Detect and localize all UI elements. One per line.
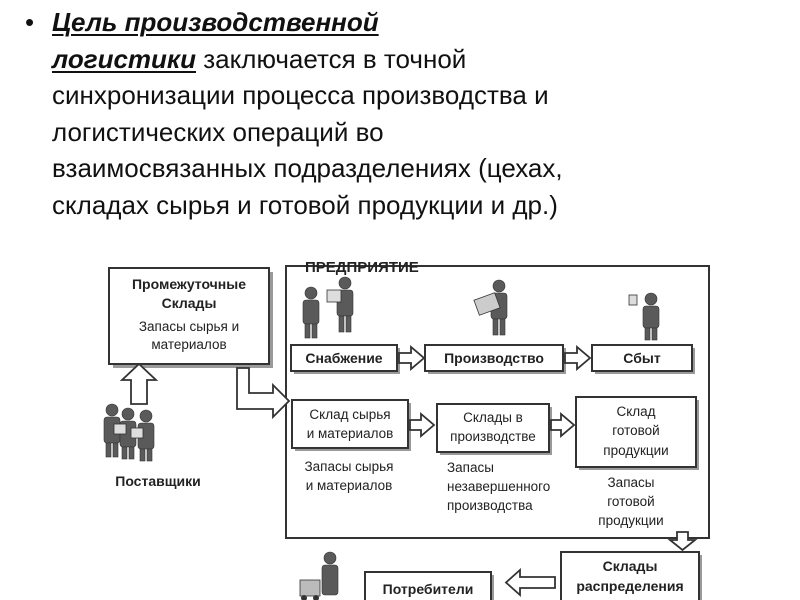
production-box xyxy=(424,344,564,372)
raw-store-box xyxy=(291,399,409,449)
bullet-text: Цель производственной логистики заключае… xyxy=(52,4,786,223)
wip-stock-line1: Запасы xyxy=(447,460,494,475)
intermediate-title-1: Промежуточные xyxy=(132,276,246,292)
supply-to-production-arrow xyxy=(398,345,426,371)
finished-store-line1: Склад xyxy=(616,404,655,419)
raw-stock-line1: Запасы сырья xyxy=(305,459,394,474)
finished-to-distribution-arrow xyxy=(667,531,698,552)
sales-label: Сбыт xyxy=(623,350,661,366)
raw-stock-line2: и материалов xyxy=(306,478,393,493)
text-line4: логистических операций во xyxy=(52,116,384,147)
distribution-to-consumers-arrow xyxy=(504,567,556,598)
suppliers-icon xyxy=(103,403,155,462)
raw-store-line2: и материалов xyxy=(307,426,394,441)
production-to-sales-arrow xyxy=(564,345,592,371)
finished-stock-line2: готовой xyxy=(607,494,654,509)
consumers-icon xyxy=(299,551,339,600)
sales-box xyxy=(591,344,693,372)
finished-store-line2: готовой xyxy=(612,423,659,438)
prod-store-line1: Склады в xyxy=(463,410,523,425)
supply-box xyxy=(290,344,398,372)
intermediate-to-raw-arrow xyxy=(236,367,291,420)
intermediate-title-2: Склады xyxy=(162,295,217,311)
finished-store-line3: продукции xyxy=(603,443,668,458)
text-line3: синхронизации процесса производства и xyxy=(52,80,549,110)
prod-to-finished-arrow xyxy=(550,412,576,438)
intermediate-stock-1: Запасы сырья и xyxy=(139,319,239,334)
suppliers-label: Поставщики xyxy=(115,473,201,489)
term-line1: Цель производственной xyxy=(52,7,379,37)
distribution-line2: распределения xyxy=(576,578,683,594)
bullet-marker: • xyxy=(25,7,35,37)
logistics-diagram: ПРЕДПРИЯТИЕ Промежуточные Склады Запасы … xyxy=(103,260,710,600)
wip-stock-line2: незавершенного xyxy=(447,479,550,494)
raw-to-prod-store-arrow xyxy=(409,412,436,438)
supply-people-icon xyxy=(302,276,354,339)
consumers-label: Потребители xyxy=(383,581,474,597)
distribution-box xyxy=(560,551,700,600)
finished-store-box xyxy=(575,396,697,468)
consumers-box xyxy=(364,571,492,600)
raw-store-line1: Склад сырья xyxy=(309,407,390,422)
text-line6: складах сырья и готовой продукции и др.) xyxy=(52,189,558,220)
suppliers-up-arrow xyxy=(119,362,159,405)
sales-person-icon xyxy=(628,292,660,341)
intermediate-stock-2: материалов xyxy=(151,337,226,352)
production-label: Производство xyxy=(444,350,544,366)
text-line2: заключается в точной xyxy=(196,43,467,74)
enterprise-label: ПРЕДПРИЯТИЕ xyxy=(305,260,419,276)
text-line5: взаимосвязанных подразделениях (цехах, xyxy=(52,153,563,183)
intermediate-warehouses-box xyxy=(108,267,270,365)
supply-label: Снабжение xyxy=(305,350,382,366)
bullet-paragraph: • Цель производственной логистики заключ… xyxy=(25,4,786,223)
production-person-icon xyxy=(473,279,508,336)
prod-store-box xyxy=(436,403,550,453)
wip-stock-line3: производства xyxy=(447,498,533,513)
finished-stock-line3: продукции xyxy=(598,513,663,528)
finished-stock-line1: Запасы xyxy=(608,475,655,490)
distribution-line1: Склады xyxy=(603,558,658,574)
prod-store-line2: производстве xyxy=(450,429,536,444)
term-line2: логистики xyxy=(52,43,196,74)
